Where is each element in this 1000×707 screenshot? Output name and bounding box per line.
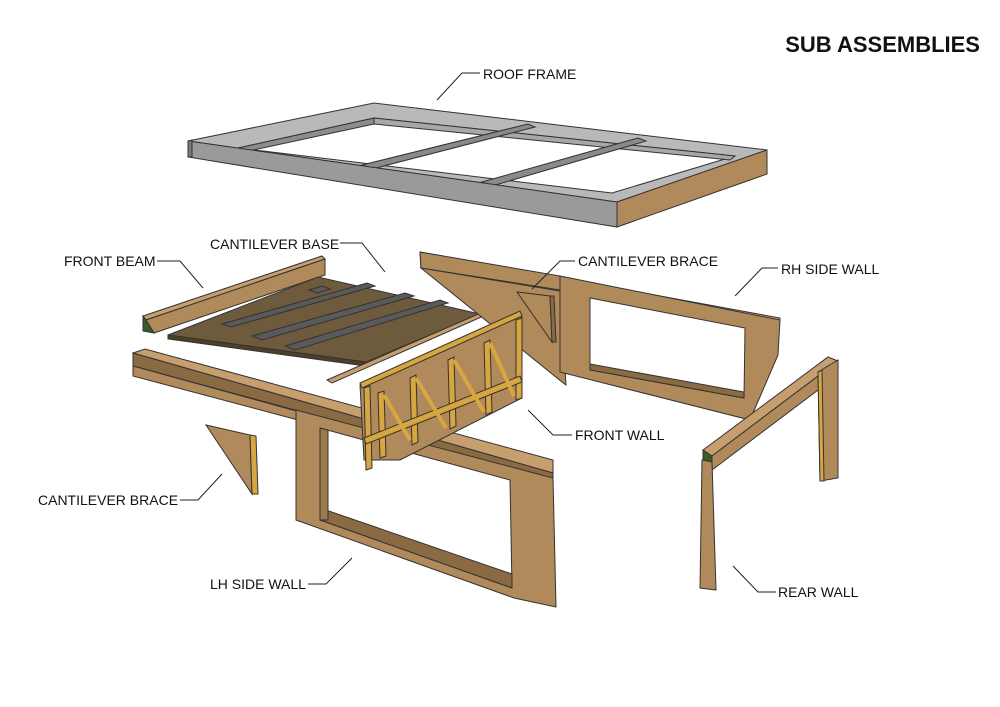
leader-lines bbox=[157, 72, 778, 593]
label-rh-side-wall: RH SIDE WALL bbox=[781, 261, 880, 277]
page-title: SUB ASSEMBLIES bbox=[785, 32, 980, 57]
leader-rear-wall bbox=[732, 565, 776, 593]
leader-rh-side-wall bbox=[734, 267, 778, 297]
leader-cantilever-base bbox=[340, 242, 386, 273]
label-cantilever-base: CANTILEVER BASE bbox=[210, 236, 340, 252]
label-front-wall: FRONT WALL bbox=[575, 427, 665, 443]
leader-lh-side-wall bbox=[308, 557, 353, 585]
cantilever-brace-left bbox=[204, 424, 259, 496]
label-roof-frame: ROOF FRAME bbox=[483, 66, 577, 82]
label-rear-wall: REAR WALL bbox=[778, 584, 859, 600]
label-front-beam: FRONT BEAM bbox=[64, 253, 156, 269]
label-lh-side-wall: LH SIDE WALL bbox=[210, 576, 306, 592]
cantilever-brace-right bbox=[515, 291, 557, 344]
roof-frame bbox=[187, 102, 768, 228]
front-wall bbox=[359, 310, 523, 471]
cantilever-base bbox=[167, 276, 490, 384]
leader-cantilever-brace-right bbox=[531, 260, 575, 290]
label-cantilever-brace-right: CANTILEVER BRACE bbox=[578, 253, 719, 269]
leader-roof-frame bbox=[436, 72, 480, 101]
leader-cantilever-brace-left bbox=[180, 473, 223, 501]
leader-front-beam bbox=[157, 260, 204, 289]
leader-front-wall bbox=[527, 409, 572, 436]
label-cantilever-brace-left: CANTILEVER BRACE bbox=[38, 492, 179, 508]
front-beam bbox=[142, 255, 326, 334]
rear-wall bbox=[699, 356, 840, 591]
